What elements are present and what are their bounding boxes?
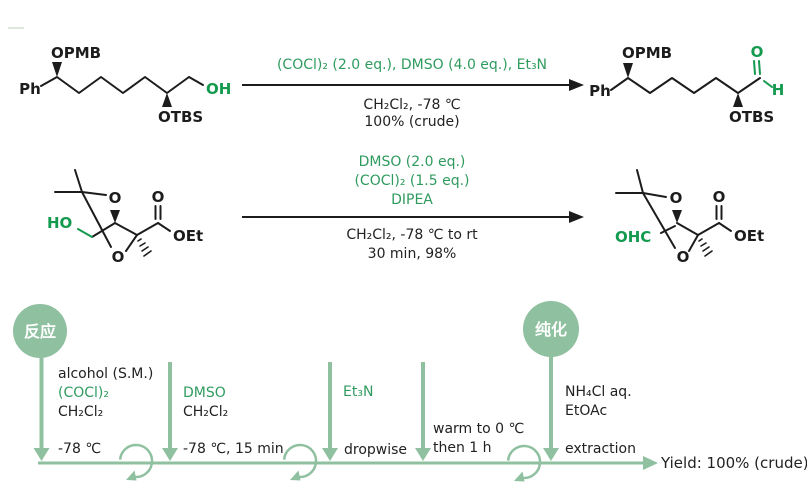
bond-gem-to-top-o: [642, 192, 667, 198]
wedge-bond-ring-o: [110, 210, 120, 223]
purification-badge-label: 纯化: [535, 320, 567, 339]
bond-to-ho: [77, 228, 93, 238]
step3-label-et3n: Et₃N: [343, 384, 374, 400]
step5-label-etoac: EtOAc: [565, 403, 608, 419]
step2-label-temperature: -78 ℃, 15 min: [183, 441, 284, 457]
atom-label-carbonyl-o: O: [713, 188, 726, 206]
stir-loop-icon: [118, 443, 154, 481]
bond-chain: [610, 77, 761, 94]
step5-label-extraction: extraction: [565, 441, 636, 457]
bond-to-ohc: [660, 225, 676, 234]
wedge-bond-opmb: [52, 62, 62, 77]
bond-chain: [40, 76, 190, 94]
molecule-product1: Ph OPMB O H OTBS: [589, 43, 784, 126]
bond-gem-to-bottom-o: [642, 192, 676, 249]
atom-label-carbonyl-o: O: [152, 188, 165, 206]
arrow-head-icon: [569, 211, 584, 223]
hash-wedge-methyl: [137, 238, 152, 257]
atom-label-ring-o-top: O: [670, 189, 683, 207]
purification-badge: [523, 301, 579, 357]
bond-gem-to-top-o: [81, 191, 107, 196]
molecule-reactant2: HO O O O OEt: [47, 169, 203, 266]
step3-label-dropwise: dropwise: [344, 442, 408, 458]
molecule-product2: OHC O O O OEt: [615, 169, 764, 266]
bond-to-oet: [718, 222, 732, 232]
atom-label-oh: OH: [206, 80, 231, 98]
bond-ring: [688, 234, 699, 252]
bond-ring: [676, 222, 699, 236]
bond-to-ch2: [91, 222, 116, 238]
bond-ring: [114, 222, 138, 236]
atom-label-ohc: OHC: [615, 228, 651, 246]
carbonyl-double-bond: [753, 60, 756, 75]
step5-label-nh4cl: NH₄Cl aq.: [565, 384, 632, 400]
reaction2-reagent2: (COCl)₂ (1.5 eq.): [354, 173, 470, 189]
bond-to-ester: [697, 222, 720, 236]
step1-label-alcohol: alcohol (S.M.): [58, 366, 154, 382]
wedge-bond-otbs: [733, 93, 743, 107]
atom-label-oet: OEt: [734, 227, 764, 245]
arrow-head-icon: [569, 79, 584, 91]
wedge-bond-otbs: [162, 93, 172, 107]
wedge-bond-ring-o: [672, 210, 682, 223]
atom-label-ring-o-bottom: O: [677, 248, 690, 266]
bond-to-h: [763, 80, 773, 88]
atom-label-opmb: OPMB: [622, 44, 672, 62]
step5-arrow-head-icon: [543, 448, 559, 461]
wedge-bond-opmb: [623, 63, 633, 78]
step3-arrow-head-icon: [322, 448, 338, 461]
bond-to-ester: [136, 222, 159, 236]
step2-label-solvent: CH₂Cl₂: [183, 404, 229, 420]
atom-label-ring-o-bottom: O: [112, 248, 125, 266]
atom-label-opmb: OPMB: [51, 44, 101, 62]
reaction2-conditions: CH₂Cl₂, -78 ℃ to rt: [346, 227, 478, 243]
step2-arrow-head-icon: [162, 448, 178, 461]
atom-label-carbonyl-o: O: [751, 43, 764, 61]
step4-label-duration: then 1 h: [433, 440, 492, 456]
step2-label-dmso: DMSO: [183, 385, 226, 401]
atom-label-otbs: OTBS: [158, 108, 203, 126]
carbonyl-double-bond: [758, 60, 761, 75]
bond-to-oet: [157, 222, 171, 232]
timeline-arrow-head-icon: [643, 456, 658, 470]
bond-gem-to-bottom-o: [81, 191, 112, 248]
timeline-yield-result: Yield: 100% (crude): [661, 454, 807, 472]
step1-label-oxalyl-chloride: (COCl)₂: [58, 385, 109, 401]
stir-loop-icon: [282, 443, 318, 481]
reaction1-reagents: (COCl)₂ (2.0 eq.), DMSO (4.0 eq.), Et₃N: [276, 57, 548, 73]
atom-label-oet: OEt: [173, 227, 203, 245]
bond-ring: [125, 234, 138, 252]
step4-arrow-head-icon: [415, 448, 431, 461]
step1-label-solvent: CH₂Cl₂: [58, 404, 104, 420]
stir-loop-icon: [506, 444, 542, 482]
reaction1-conditions: CH₂Cl₂, -78 ℃: [363, 97, 461, 113]
molecule-reactant1: Ph OPMB OH OTBS: [19, 44, 231, 126]
reaction1-yield: 100% (crude): [364, 114, 460, 130]
reaction2-reagent3: DIPEA: [391, 192, 433, 208]
hash-wedge-methyl: [698, 238, 713, 257]
reaction-badge: [13, 304, 67, 358]
bond-methyl: [74, 169, 83, 193]
step1-label-temperature: -78 ℃: [58, 441, 102, 457]
atom-label-aldehyde-h: H: [772, 81, 785, 99]
atom-label-ring-o-top: O: [109, 189, 122, 207]
reaction2-reagent1: DMSO (2.0 eq.): [358, 154, 466, 170]
reaction2-yield: 30 min, 98%: [367, 246, 457, 262]
atom-label-otbs: OTBS: [729, 108, 774, 126]
step4-label-warm: warm to 0 ℃: [433, 421, 525, 437]
step1-arrow-head-icon: [33, 448, 50, 461]
bond-to-oh: [188, 76, 204, 86]
bond-methyl: [636, 169, 644, 194]
atom-label-ho: HO: [47, 214, 72, 232]
atom-label-ph: Ph: [589, 82, 611, 100]
procedure-timeline: 反应 纯化: [13, 301, 658, 482]
atom-label-ph: Ph: [19, 80, 41, 98]
reaction-arrow-2: [242, 211, 584, 223]
reaction-arrow-1: [242, 79, 584, 91]
reaction-badge-label: 反应: [24, 322, 56, 341]
